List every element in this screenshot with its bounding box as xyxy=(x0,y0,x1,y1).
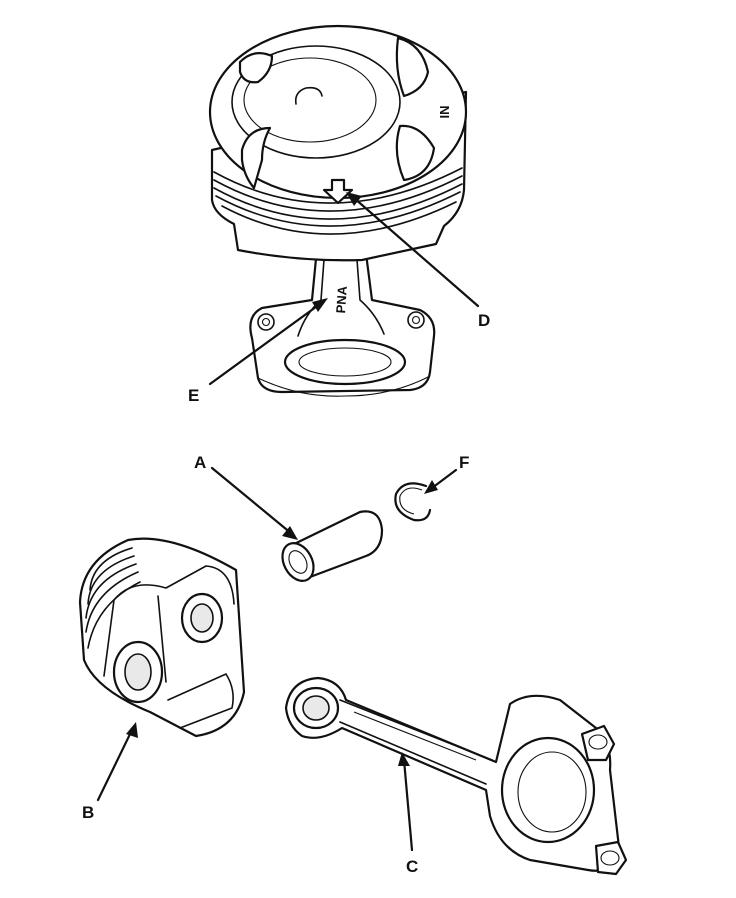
direction-arrow xyxy=(322,178,354,205)
assembled-piston: NI xyxy=(208,24,468,262)
assembled-piston-rod: PNA NI xyxy=(208,24,468,397)
rod-bolt-upper xyxy=(580,724,616,762)
piston-crown-marking: NI xyxy=(437,106,452,119)
callout-f: F xyxy=(459,453,469,472)
assembled-connecting-rod: PNA xyxy=(249,236,436,397)
callout-e: E xyxy=(188,386,199,405)
snap-ring-clip xyxy=(394,482,432,522)
connecting-rod xyxy=(284,676,628,876)
callout-b: B xyxy=(82,803,94,822)
piston xyxy=(78,537,246,738)
piston-pin xyxy=(281,510,384,582)
callout-c: C xyxy=(406,857,418,876)
callout-d: D xyxy=(478,311,490,330)
leaders xyxy=(96,192,480,852)
callout-a: A xyxy=(194,453,206,472)
rod-marking: PNA xyxy=(333,285,350,314)
rod-bolt-lower xyxy=(594,840,628,876)
